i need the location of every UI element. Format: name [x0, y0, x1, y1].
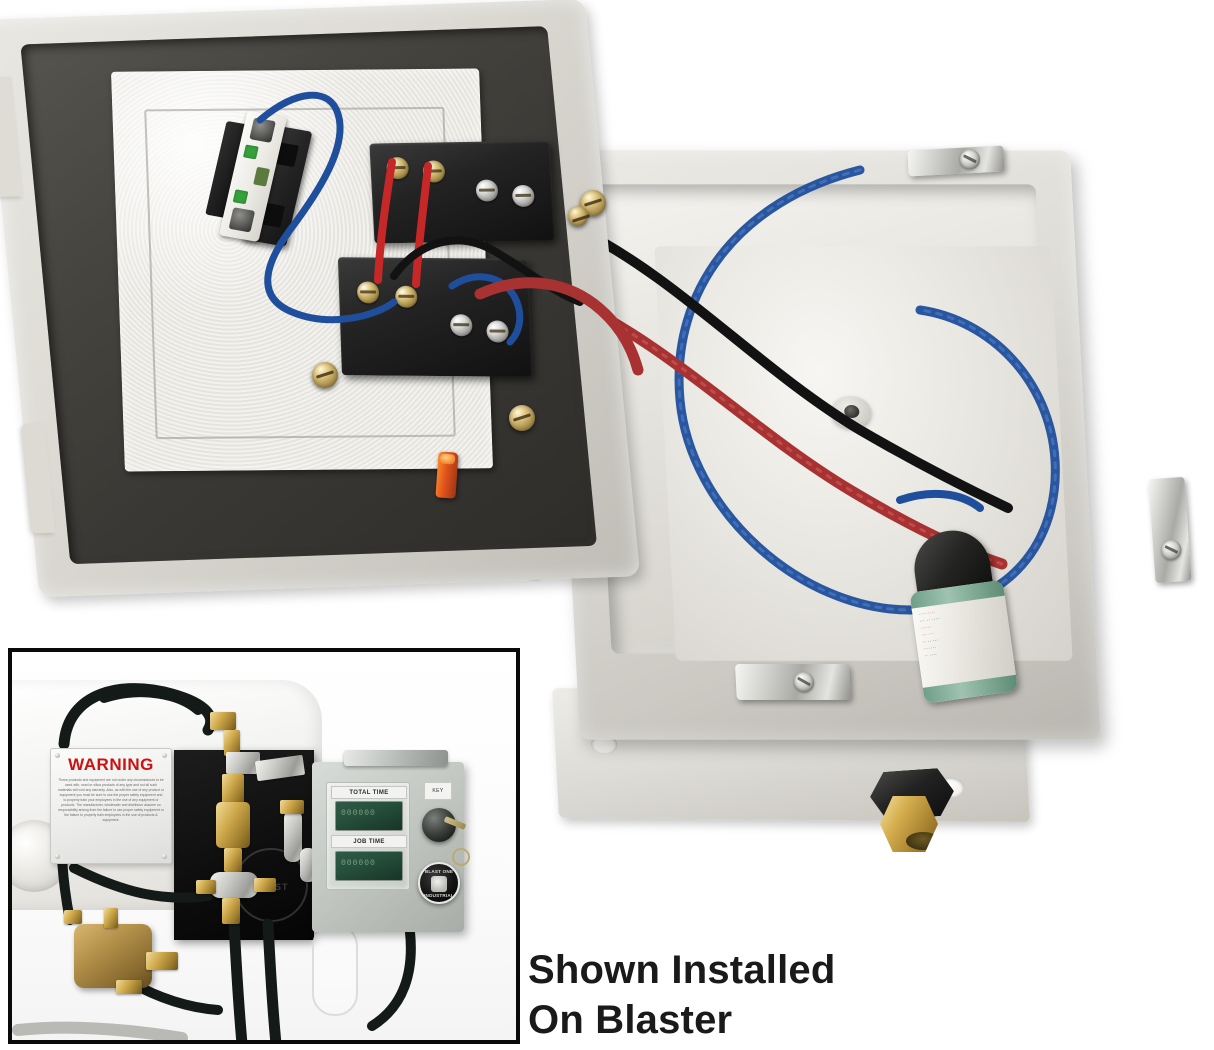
- brass-coupling: [222, 774, 244, 804]
- terminal-screw: [511, 184, 535, 208]
- terminal-block-lower: [337, 257, 533, 377]
- control-box-handle[interactable]: [344, 750, 448, 766]
- black-hose: [228, 916, 248, 1040]
- backplate-screw: [568, 206, 588, 226]
- placard-fastener: [55, 854, 60, 859]
- brass-stem: [104, 908, 118, 928]
- brass-bulkhead-fitting: [866, 770, 960, 854]
- latch-screw: [1160, 539, 1183, 561]
- terminal-screw: [394, 285, 418, 308]
- latch-screw: [793, 672, 815, 692]
- black-hose: [69, 863, 213, 903]
- backplate-screw: [312, 362, 338, 388]
- bronze-valve: [74, 924, 152, 988]
- caption-line-1: Shown Installed: [528, 948, 836, 992]
- key-switch-label: KEY: [424, 782, 452, 800]
- meter-window: TOTAL TIME 000000 JOB TIME 000000: [326, 782, 410, 890]
- badge-line2: INDUSTRIAL: [424, 893, 454, 898]
- latch-top: [907, 145, 1005, 177]
- black-hose: [99, 687, 203, 715]
- latch-right: [1148, 476, 1192, 584]
- transformer-barrel: ············ ·· ············· ··· ·· ·· …: [909, 579, 1019, 704]
- job-time-display: 000000: [335, 851, 403, 881]
- warning-placard: WARNING These products and equipment are…: [50, 748, 172, 864]
- brass-elbow: [254, 878, 276, 892]
- steel-shaft: [12, 1021, 188, 1040]
- transformer-label-text: ············ ·· ············· ··· ·· ·· …: [918, 609, 940, 660]
- job-time-value: 000000: [341, 859, 376, 868]
- brand-badge: BLAST ONE INDUSTRIAL: [418, 862, 460, 904]
- steel-fitting: [226, 752, 260, 774]
- terminal-screw: [386, 156, 410, 180]
- black-hose: [262, 918, 282, 1040]
- control-box: TOTAL TIME 000000 JOB TIME 000000 KEY BL…: [312, 750, 470, 932]
- indicator-lamp: [435, 451, 459, 499]
- cable-grommet-icon: [830, 396, 873, 429]
- brass-elbow: [146, 952, 178, 970]
- brass-elbow: [116, 980, 142, 994]
- badge-line1: BLAST ONE: [424, 869, 454, 874]
- key-ring-icon: [448, 824, 470, 884]
- total-time-value: 000000: [341, 809, 376, 818]
- brass-valve-body: [216, 802, 250, 848]
- caption-line-2: On Blaster: [528, 998, 733, 1042]
- fitting-bore: [906, 832, 938, 850]
- brass-nipple: [222, 898, 240, 924]
- inset-installed-photo: BLAST: [8, 648, 520, 1044]
- placard-fastener: [162, 753, 167, 758]
- terminal-screw: [475, 179, 499, 202]
- warning-title: WARNING: [68, 755, 154, 774]
- warning-body-text: These products and equipment are not und…: [58, 778, 164, 822]
- brass-elbow: [64, 910, 82, 924]
- brass-elbow: [210, 712, 236, 730]
- terminal-block-upper: [369, 140, 555, 244]
- placard-fastener: [55, 753, 60, 758]
- black-hose: [367, 927, 416, 1031]
- steel-quick-connect: [284, 810, 302, 862]
- badge-emblem-icon: [431, 876, 447, 892]
- placard-fastener: [162, 854, 167, 859]
- steel-tee: [210, 872, 258, 898]
- caption: Shown Installed On Blaster: [528, 945, 1028, 1045]
- total-time-display: 000000: [335, 801, 403, 831]
- terminal-screw: [422, 160, 446, 183]
- job-time-label: JOB TIME: [331, 835, 407, 848]
- key-switch[interactable]: [422, 808, 456, 842]
- terminal-screw: [356, 281, 380, 304]
- brass-elbow: [280, 800, 304, 814]
- backplate-screw: [509, 405, 535, 431]
- total-time-label: TOTAL TIME: [331, 786, 407, 799]
- terminal-screw: [486, 320, 509, 343]
- brass-elbow: [196, 880, 216, 894]
- latch-screw: [959, 148, 981, 170]
- transformer-assembly: ············ ·· ············· ··· ·· ·· …: [894, 523, 1027, 707]
- brass-nipple: [224, 848, 242, 872]
- latch-bottom: [734, 664, 852, 700]
- brass-nipple: [224, 730, 240, 756]
- terminal-screw: [449, 314, 473, 337]
- coiled-tubing: [312, 924, 358, 1016]
